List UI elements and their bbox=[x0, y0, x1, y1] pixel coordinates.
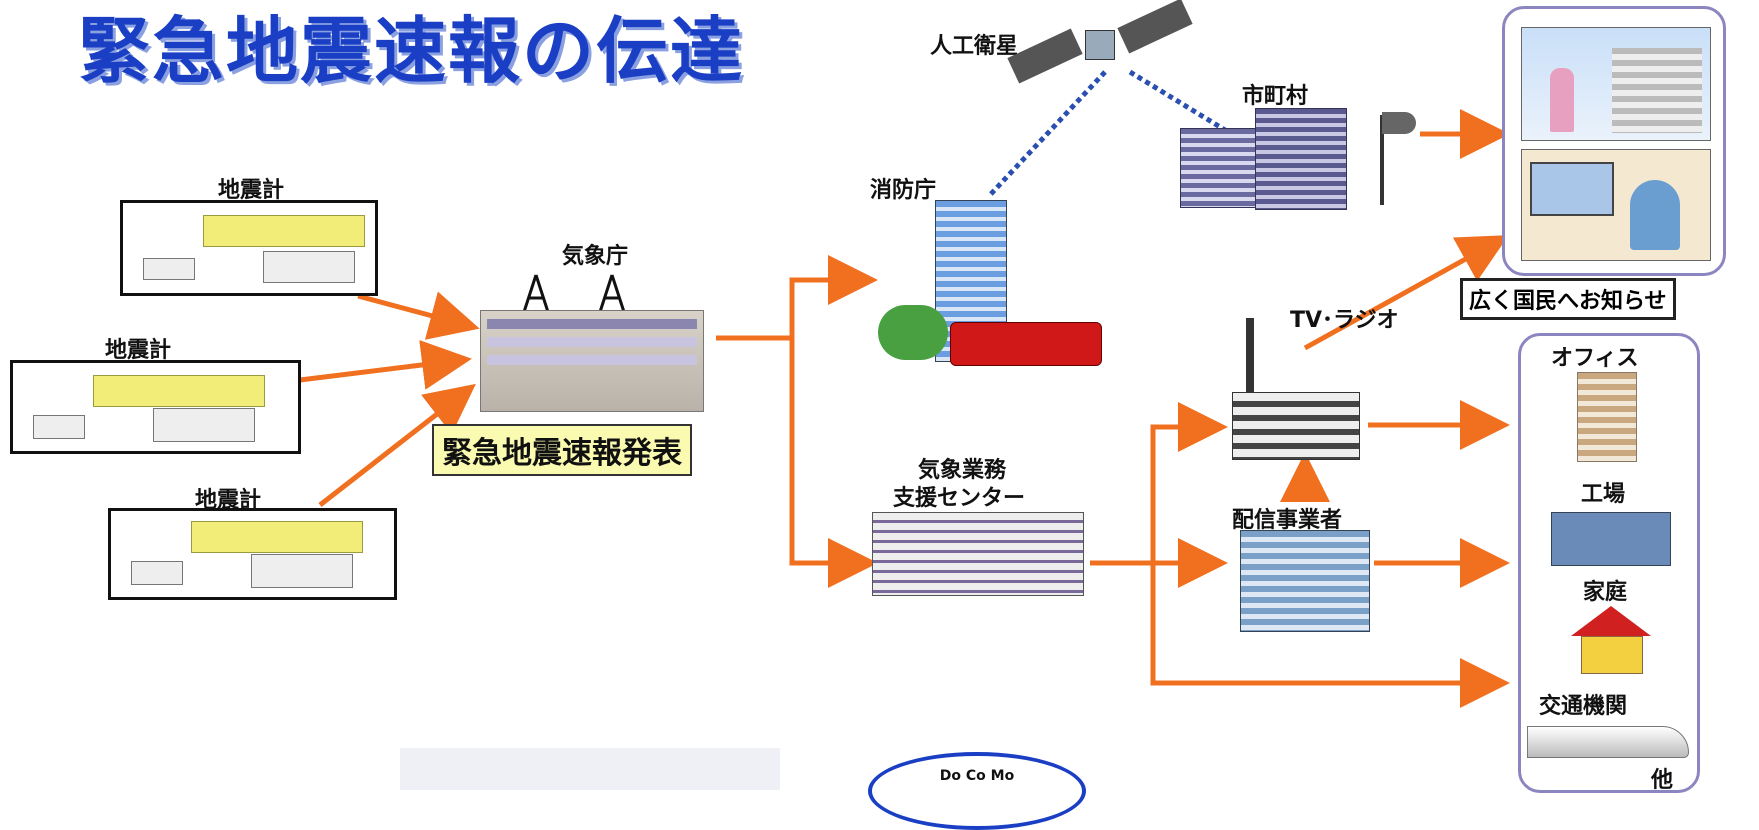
recorder-unit bbox=[263, 251, 355, 283]
seismometer-1 bbox=[120, 200, 378, 296]
street-scene-image bbox=[1521, 27, 1711, 141]
logo-text: Do Co Mo bbox=[939, 768, 1015, 784]
distributor-label: 配信事業者 bbox=[1232, 508, 1343, 533]
seismograph-screen bbox=[93, 375, 265, 407]
sensor-box bbox=[143, 258, 195, 280]
seismometer-label-1: 地震計 bbox=[218, 178, 285, 203]
dest-transport-label: 交通機関 bbox=[1539, 694, 1628, 719]
office-building-icon bbox=[1577, 372, 1637, 462]
broadcast-tower-icon bbox=[1246, 318, 1254, 398]
satellite-link-fire bbox=[988, 70, 1107, 197]
loudspeaker-icon bbox=[1382, 112, 1416, 134]
jma-building bbox=[480, 310, 704, 412]
house-roof-icon bbox=[1571, 606, 1651, 636]
seismometer-2 bbox=[10, 360, 301, 454]
seismograph-screen bbox=[203, 215, 365, 247]
distributor-building bbox=[1240, 530, 1370, 632]
municipality-label: 市町村 bbox=[1242, 84, 1309, 109]
public-notice-banner: 広く国民へお知らせ bbox=[1460, 278, 1676, 320]
arrow-jma-support bbox=[789, 338, 878, 588]
arrow-seis2-jma bbox=[299, 340, 472, 390]
satellite-link-muni bbox=[1128, 69, 1227, 133]
arrow-tv-public bbox=[1303, 235, 1509, 351]
destinations-panel: オフィス 工場 家庭 交通機関 他 bbox=[1518, 333, 1700, 793]
municipal-building bbox=[1255, 108, 1347, 210]
jma-label: 気象庁 bbox=[562, 244, 629, 269]
factory-icon bbox=[1551, 512, 1671, 566]
dest-other-label: 他 bbox=[1651, 768, 1674, 793]
support-center-label-2: 支援センター bbox=[893, 486, 1026, 511]
public-notice-panel bbox=[1502, 6, 1726, 276]
speaker-pole-icon bbox=[1380, 115, 1384, 205]
tv-icon bbox=[1530, 162, 1614, 216]
page-title: 緊急地震速報の伝達 bbox=[78, 9, 745, 93]
arrow-jma-fire bbox=[716, 255, 878, 341]
connector-layer bbox=[299, 69, 1510, 708]
satellite-icon bbox=[1085, 30, 1115, 60]
arrow-support-tv bbox=[1090, 402, 1228, 566]
arrow-support-transport bbox=[1150, 563, 1510, 708]
dest-office-label: オフィス bbox=[1551, 346, 1639, 371]
support-center-building bbox=[872, 512, 1084, 596]
seismometer-3 bbox=[108, 508, 397, 600]
tree-icon bbox=[878, 305, 948, 360]
docomo-logo: Do Co Mo bbox=[868, 752, 1086, 830]
seismometer-label-2: 地震計 bbox=[105, 338, 172, 363]
support-center-label-1: 気象業務 bbox=[918, 458, 1007, 483]
person-icon bbox=[1550, 68, 1574, 132]
recorder-unit bbox=[251, 554, 353, 588]
train-icon bbox=[1527, 726, 1689, 758]
home-scene-image bbox=[1521, 149, 1711, 261]
municipal-building bbox=[1180, 128, 1257, 208]
arrow-seis1-jma bbox=[357, 291, 480, 340]
satellite-label: 人工衛星 bbox=[930, 34, 1019, 59]
fire-agency-label: 消防庁 bbox=[870, 178, 937, 203]
dest-home-label: 家庭 bbox=[1583, 580, 1628, 605]
tv-radio-label: TV･ラジオ bbox=[1290, 308, 1399, 333]
dest-factory-label: 工場 bbox=[1581, 482, 1626, 507]
recorder-unit bbox=[153, 408, 255, 442]
sensor-box bbox=[33, 415, 85, 439]
footer-strip bbox=[400, 748, 780, 790]
arrow-seis3-jma bbox=[318, 383, 476, 507]
house-icon bbox=[1581, 636, 1643, 674]
seismograph-screen bbox=[191, 521, 363, 553]
announcement-box: 緊急地震速報発表 bbox=[432, 424, 692, 476]
person-icon bbox=[1630, 180, 1680, 250]
fire-truck-icon bbox=[950, 322, 1102, 366]
broadcast-station-building bbox=[1232, 392, 1360, 460]
sensor-box bbox=[131, 561, 183, 585]
